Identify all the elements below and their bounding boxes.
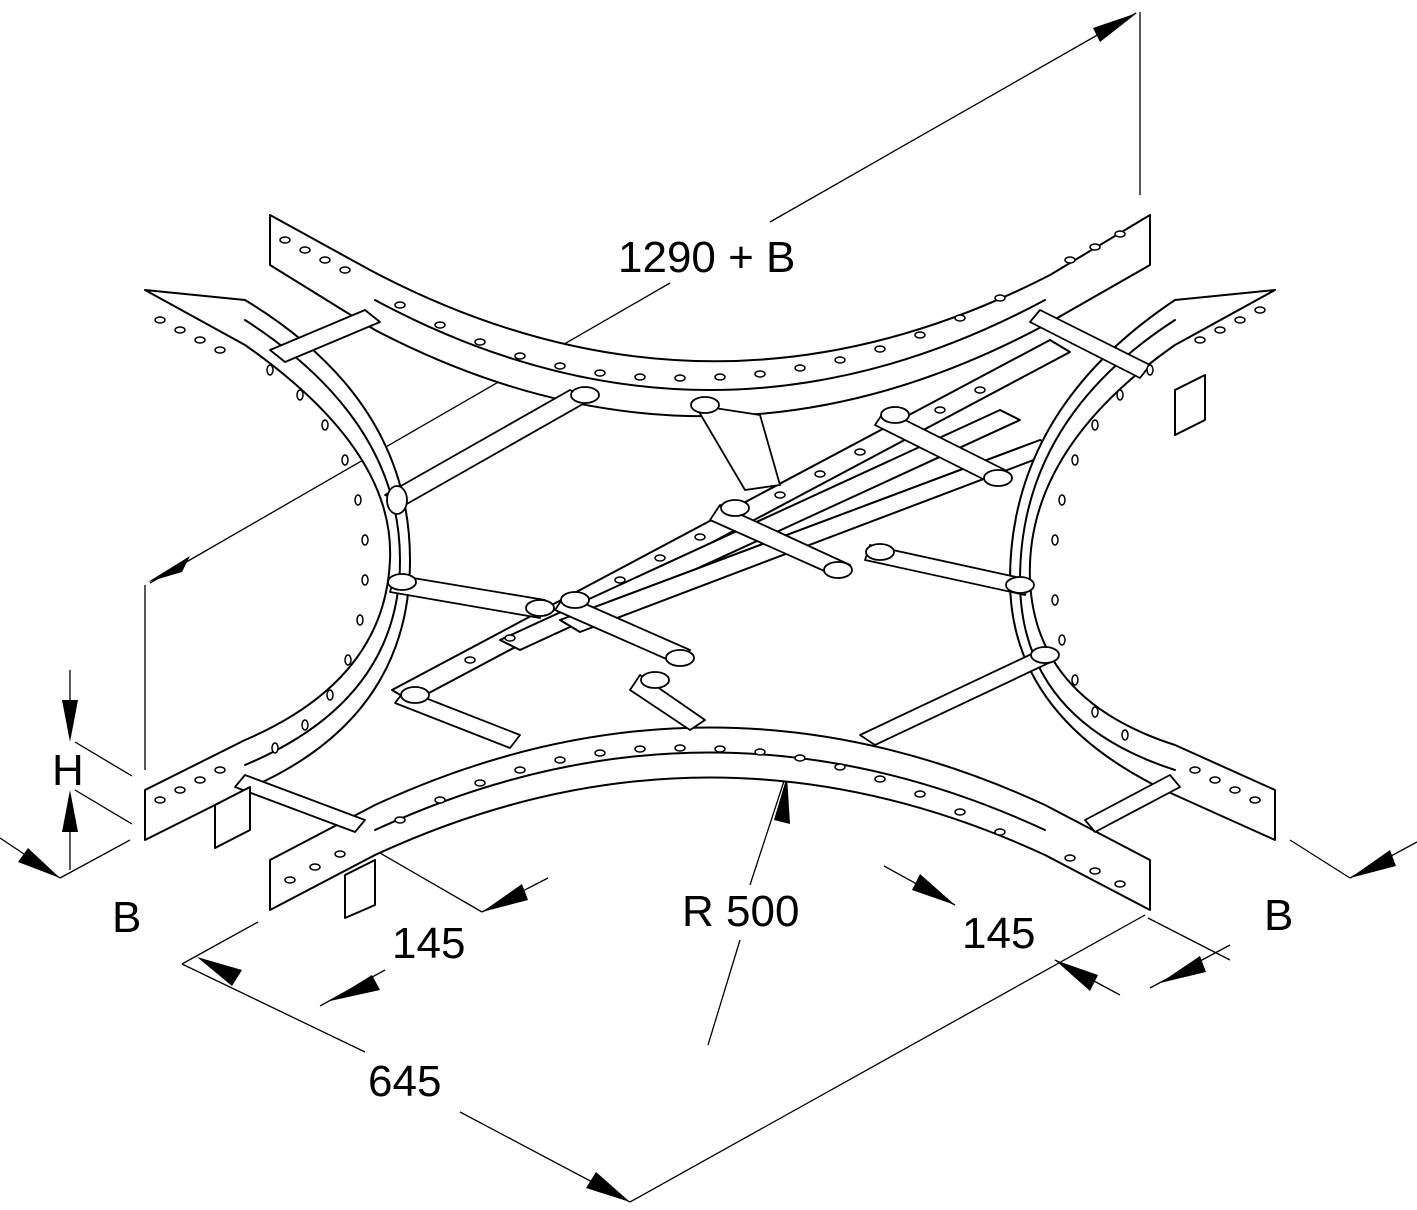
rung-1 [269,309,381,363]
arrow-h-top [62,700,78,742]
dimension-labels: 1290 + B H B 145 R 500 145 B 645 [52,233,1293,1106]
rail-bottom-arc [269,726,1151,911]
arrow-145-left [482,884,528,912]
arrow-b-right-bottom [1160,956,1206,983]
rail-lower-mid-back [344,859,376,919]
arrow-645-left [197,957,242,986]
perforation-holes [154,230,1266,888]
arrow-645-bottom [586,1172,630,1202]
rung-clamps [386,386,1060,704]
arrow-145-right-b [1055,960,1098,991]
rung-5 [1029,309,1151,379]
rung-3 [694,404,781,491]
arrow-b-right-top [1350,850,1396,878]
label-height: H [52,746,84,795]
label-width-right: B [1264,891,1293,940]
arrow-1290-right [1093,13,1137,42]
rung-10 [394,689,521,749]
rung-14 [1084,774,1181,833]
cable-ladder-cross [144,214,1276,919]
arrow-b-left [18,848,60,878]
rail-right-back [1174,374,1206,436]
label-width-left: B [112,893,141,942]
arrow-1290-left [148,556,190,582]
arrow-145-right-a [912,874,955,905]
label-overall-length: 1290 + B [618,233,795,282]
rail-lower-left-back [214,786,251,849]
label-straight-right: 145 [962,909,1035,958]
rail-right-arc [1009,289,1276,841]
rung-11 [629,674,706,731]
label-radius: R 500 [682,887,799,936]
arrow-645-mid [330,975,380,1001]
dimension-lines [0,12,1417,1203]
label-arm-length: 645 [368,1057,441,1106]
rung-2 [384,389,591,506]
arrow-r500 [774,776,790,824]
label-straight-left: 145 [392,919,465,968]
rung-12 [859,649,1056,746]
rung-13 [234,774,366,833]
arrow-h-bottom [62,790,78,832]
